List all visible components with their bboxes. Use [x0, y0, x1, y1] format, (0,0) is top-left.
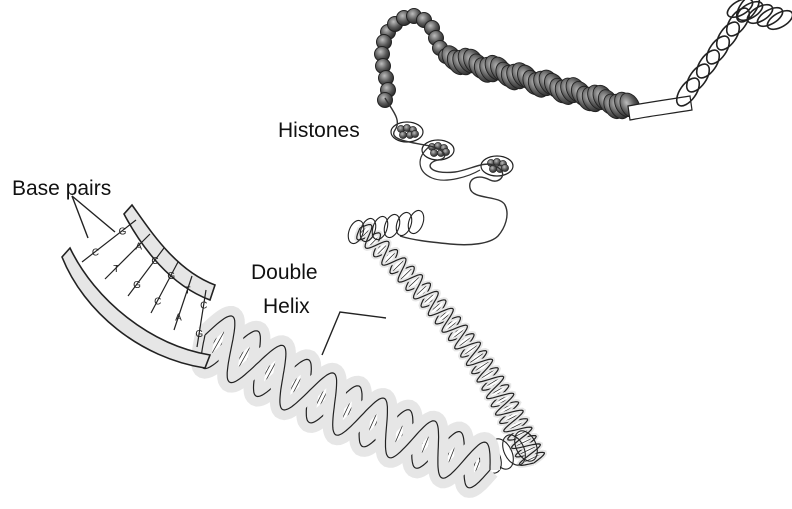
- base-letter: C: [151, 256, 158, 267]
- base-letter: C: [200, 300, 207, 311]
- supercoiled-chromatin: [672, 0, 792, 110]
- coiled-chromatin-fiber: [438, 42, 692, 122]
- supercoil-loop: [744, 1, 775, 27]
- chromatin-beads: [375, 9, 454, 108]
- base-letter: G: [119, 227, 127, 238]
- histone-protein: [399, 131, 406, 138]
- histones-label: Histones: [278, 120, 360, 141]
- histone-clusters: [391, 122, 513, 176]
- base-letter: C: [154, 296, 161, 307]
- fiber-ribbon: [628, 96, 692, 120]
- double-helix-label-line2: Helix: [263, 296, 310, 317]
- double-helix-pointer: [322, 312, 386, 355]
- double-helix-label-line1: Double: [251, 262, 318, 283]
- base-pairs-pointer: [72, 196, 115, 238]
- base-letter: T: [113, 264, 119, 275]
- base-letter: A: [135, 241, 142, 252]
- base-pair-rung: [105, 234, 150, 279]
- supercoil-loop: [754, 4, 785, 30]
- ribbon-backbone-bottom: [62, 248, 210, 368]
- base-letter: C: [92, 248, 99, 259]
- linker-dna-strand: [385, 98, 507, 245]
- base-letter: G: [133, 280, 141, 291]
- base-letter: G: [167, 271, 175, 282]
- base-pairs-label: Base pairs: [12, 178, 111, 199]
- histone-protein: [411, 130, 418, 137]
- base-letter: T: [184, 286, 190, 297]
- base-letter: A: [175, 313, 182, 324]
- linker-dna-loop: [420, 146, 480, 180]
- base-letter: G: [195, 329, 203, 340]
- histone-protein: [430, 149, 437, 156]
- histone-protein: [501, 164, 508, 171]
